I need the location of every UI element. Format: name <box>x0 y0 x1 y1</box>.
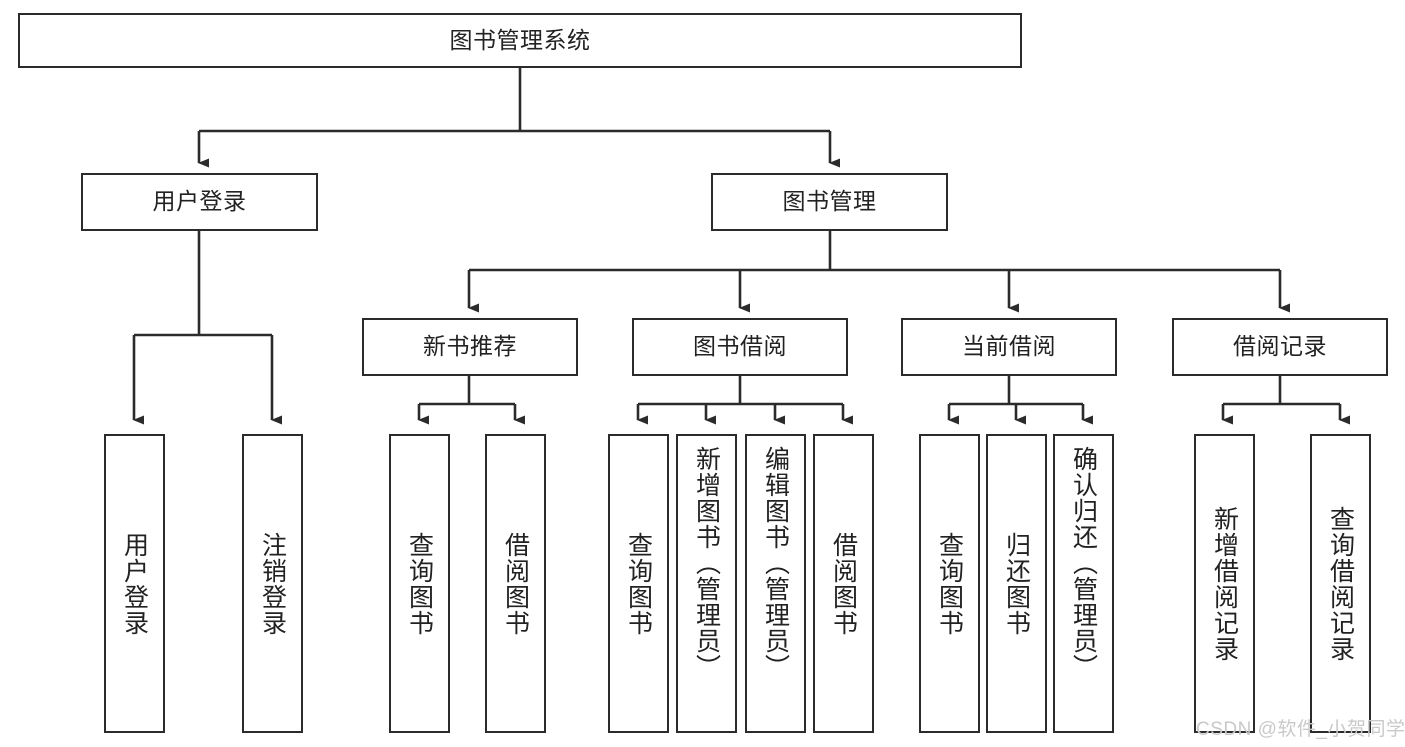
node-label: 图书管理 <box>782 188 877 215</box>
node-current-borrow[interactable]: 当前借阅 <box>901 318 1117 376</box>
node-user-login[interactable]: 用户登录 <box>81 173 318 231</box>
watermark-csdn: CSDN @软件_小贺同学 <box>1196 719 1405 740</box>
node-leaf-user-login[interactable]: 用户登录 <box>104 434 165 733</box>
node-label: 新增图书（管理员） <box>692 446 721 680</box>
node-label: 查询图书 <box>624 531 653 636</box>
node-label: 查询图书 <box>405 531 434 636</box>
node-label: 借阅记录 <box>1233 333 1327 360</box>
node-label: 借阅图书 <box>829 531 858 636</box>
node-leaf-borrow-books-newbook[interactable]: 借阅图书 <box>485 434 546 733</box>
node-leaf-logout[interactable]: 注销登录 <box>242 434 303 733</box>
node-book-borrow[interactable]: 图书借阅 <box>632 318 848 376</box>
node-label: 新增借阅记录 <box>1210 505 1239 662</box>
node-label: 归还图书 <box>1002 531 1031 636</box>
node-leaf-add-book-admin[interactable]: 新增图书（管理员） <box>676 434 737 733</box>
node-book-management[interactable]: 图书管理 <box>711 173 948 231</box>
node-label: 查询借阅记录 <box>1326 505 1355 662</box>
node-label: 图书管理系统 <box>449 26 591 53</box>
node-leaf-return-books[interactable]: 归还图书 <box>986 434 1047 733</box>
node-leaf-borrow-books-borrow[interactable]: 借阅图书 <box>813 434 874 733</box>
node-leaf-query-books-borrow[interactable]: 查询图书 <box>608 434 669 733</box>
node-label: 图书借阅 <box>693 333 787 360</box>
node-label: 编辑图书（管理员） <box>761 446 790 680</box>
node-label: 确认归还（管理员） <box>1069 446 1098 680</box>
node-label: 用户登录 <box>120 531 149 636</box>
node-leaf-query-books-current[interactable]: 查询图书 <box>919 434 980 733</box>
node-leaf-query-borrow-record[interactable]: 查询借阅记录 <box>1310 434 1371 733</box>
node-leaf-confirm-return-admin[interactable]: 确认归还（管理员） <box>1053 434 1114 733</box>
node-leaf-edit-book-admin[interactable]: 编辑图书（管理员） <box>745 434 806 733</box>
node-label: 注销登录 <box>258 531 287 636</box>
node-leaf-add-borrow-record[interactable]: 新增借阅记录 <box>1194 434 1255 733</box>
node-label: 用户登录 <box>152 188 247 215</box>
node-borrow-records[interactable]: 借阅记录 <box>1172 318 1388 376</box>
node-label: 借阅图书 <box>501 531 530 636</box>
node-root-book-management-system[interactable]: 图书管理系统 <box>18 13 1022 68</box>
node-label: 查询图书 <box>935 531 964 636</box>
node-new-book-recommend[interactable]: 新书推荐 <box>362 318 578 376</box>
node-leaf-query-books-newbook[interactable]: 查询图书 <box>389 434 450 733</box>
node-label: 新书推荐 <box>423 333 517 360</box>
node-label: 当前借阅 <box>962 333 1056 360</box>
